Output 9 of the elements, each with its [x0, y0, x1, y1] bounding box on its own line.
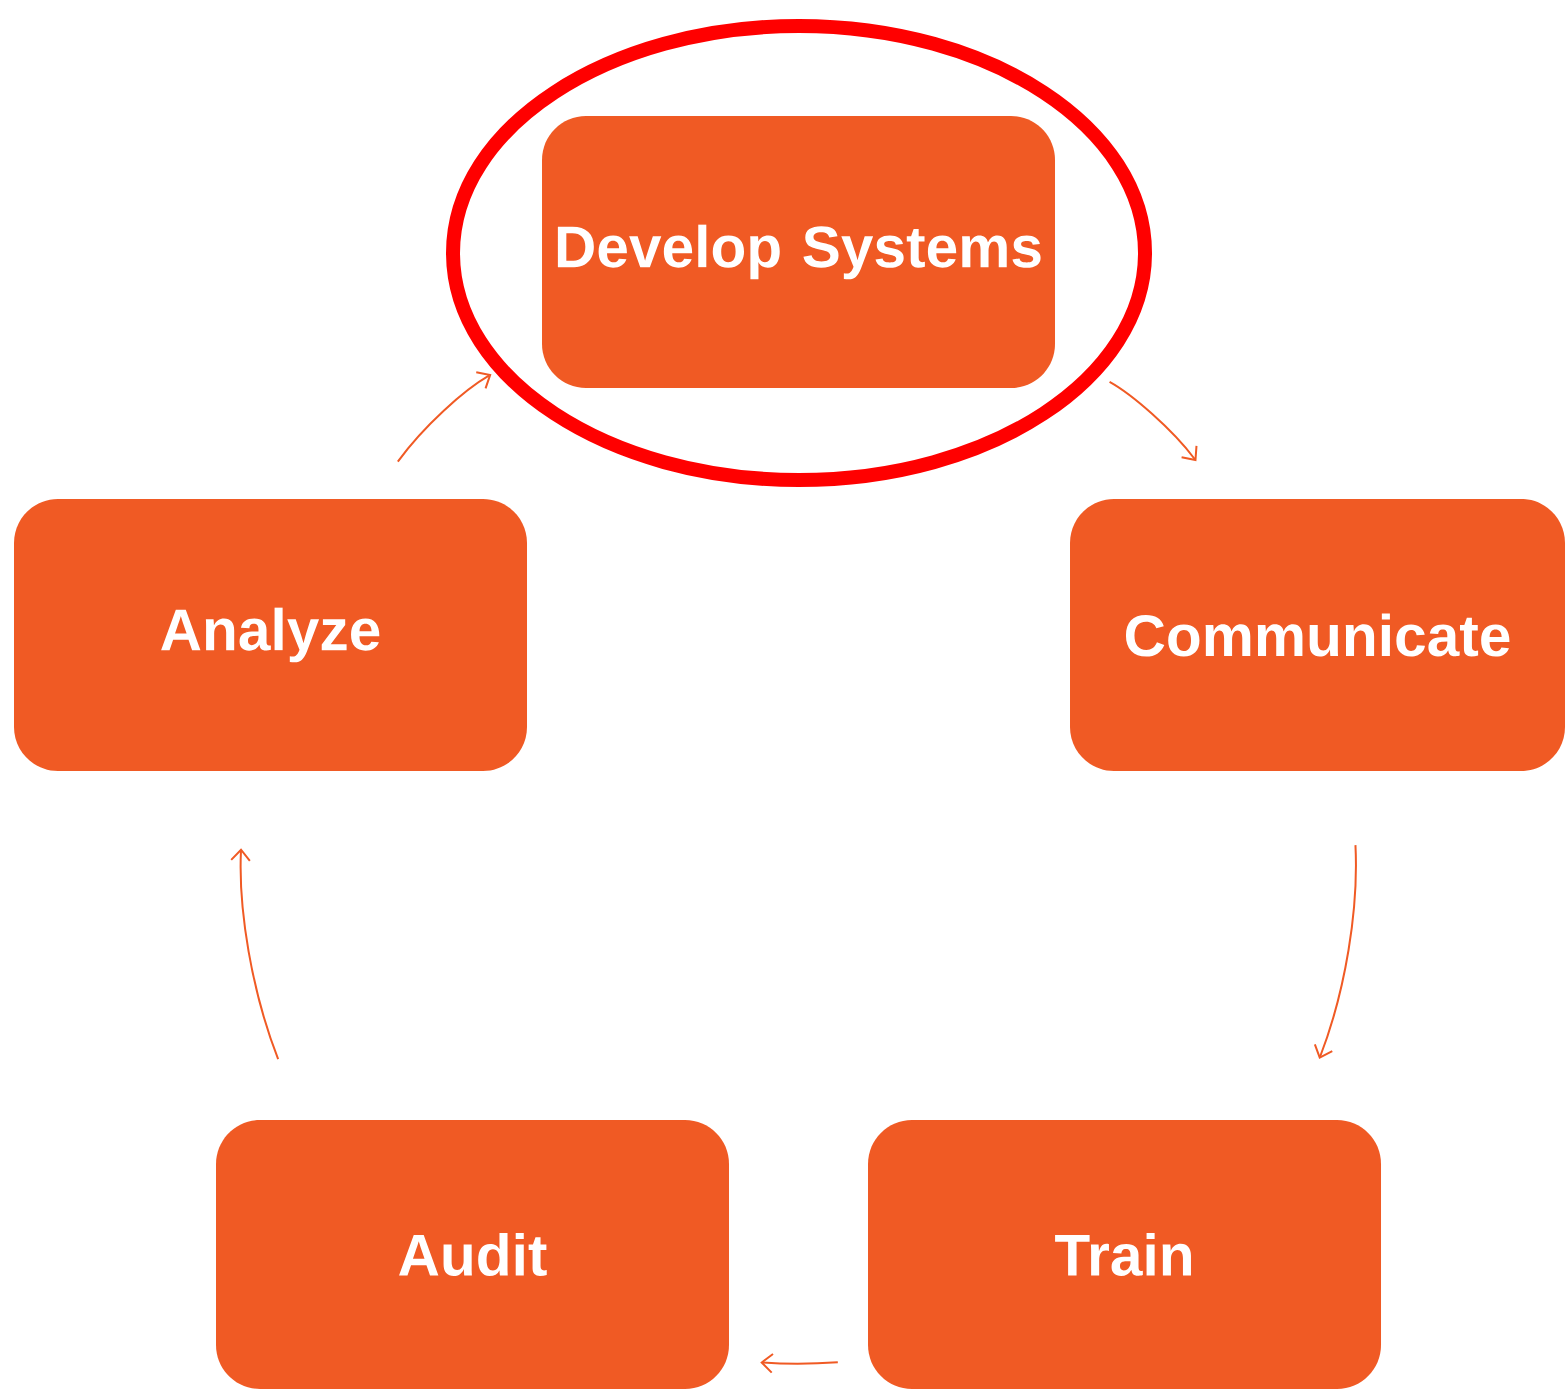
- process-box: Communicate: [1070, 499, 1565, 771]
- process-box: Audit: [216, 1120, 729, 1389]
- arrow: [230, 848, 280, 1061]
- arrow: [1313, 844, 1357, 1060]
- arrow: [760, 1352, 839, 1374]
- process-box: Develop Systems: [542, 116, 1055, 388]
- process-box: Analyze: [14, 499, 527, 771]
- arrow: [396, 371, 492, 463]
- process-box: Train: [868, 1120, 1381, 1389]
